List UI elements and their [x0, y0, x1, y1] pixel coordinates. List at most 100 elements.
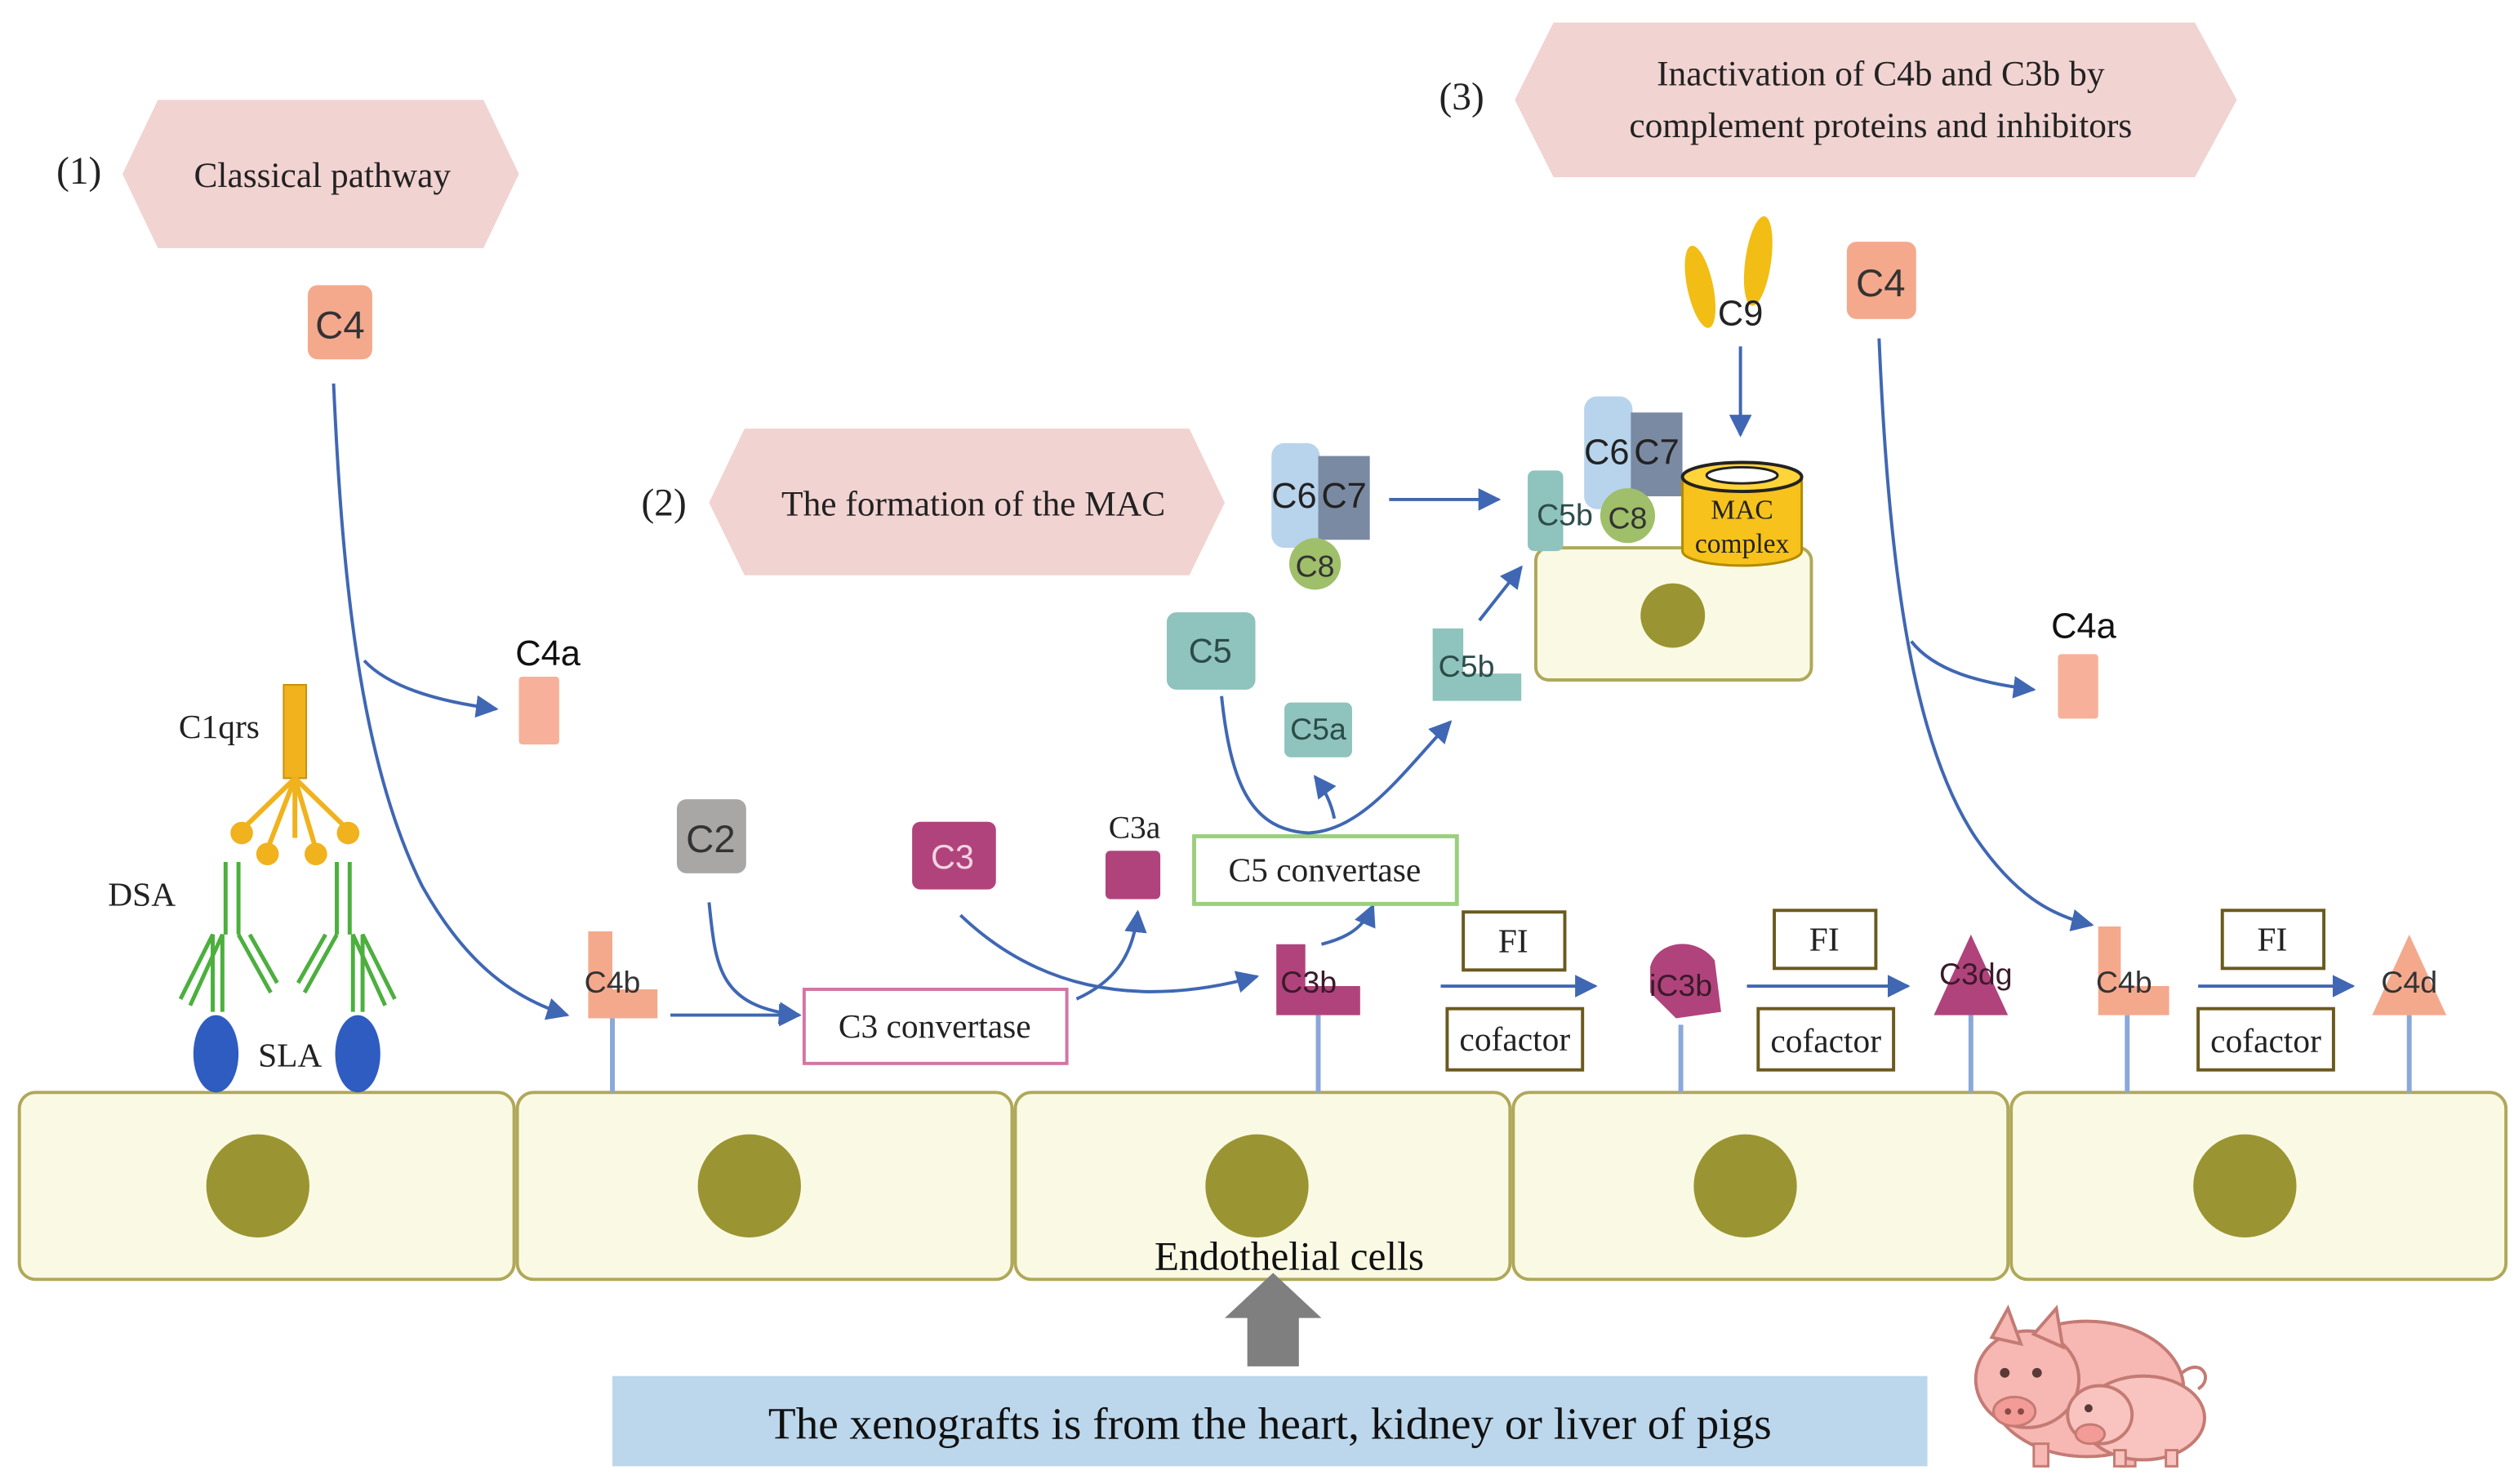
c1qrs-head-4 [336, 821, 360, 845]
c3b-shape [1276, 944, 1360, 1015]
c3-label: C3 [931, 838, 974, 876]
classical-pathway-badge [122, 100, 519, 248]
antibody-right-arm-c [296, 933, 339, 994]
inactivation-line1: Inactivation of C4b and C3b by [1657, 55, 2105, 94]
c5a-shape [1284, 702, 1352, 758]
pig-large-nostril-right [2018, 1408, 2024, 1415]
nucleus-2 [697, 1134, 801, 1237]
classical-pathway-number: (1) [56, 150, 101, 193]
c3-convertase-box [802, 988, 1069, 1065]
c5b-cluster-shape [1528, 470, 1564, 552]
fi-box-1 [1462, 910, 1567, 972]
dsa-antibody-left [178, 862, 279, 1012]
fi-box-2 [1773, 909, 1878, 971]
c6-c7-c8-complex: C6 C7 C8 [1271, 442, 1370, 590]
c4b-left-label: C4b [585, 965, 641, 999]
arrow-c3a [1075, 909, 1147, 1001]
c9-label: C9 [1718, 295, 1763, 334]
c7-cluster-label: C7 [1634, 433, 1679, 472]
pig-large-tail [2181, 1366, 2208, 1391]
c7-shape [1318, 455, 1370, 540]
c3-shape [912, 821, 996, 890]
pig-small-leg-1 [2113, 1449, 2127, 1468]
nucleus-4 [1693, 1134, 1797, 1237]
c6-label: C6 [1271, 477, 1316, 516]
c1qrs-head-1 [230, 821, 253, 845]
nucleus-5 [2193, 1134, 2297, 1237]
c9-shape-left [1684, 246, 1716, 328]
cofactor-box-2 [1756, 1006, 1896, 1072]
arrow-c5a [1313, 775, 1337, 820]
dsa-antibody-right [296, 862, 397, 1012]
inactivation-badge [1515, 22, 2237, 178]
ic3b-label: iC3b [1649, 968, 1712, 1002]
xenograft-source-banner [612, 1375, 1928, 1467]
c3dg-shape [1933, 934, 2009, 1015]
ic3b-shape [1650, 944, 1721, 1019]
c5-convertase-label: C5 convertase [1228, 851, 1421, 889]
c4a-right-shape [2058, 654, 2098, 719]
cofactor-label-2: cofactor [1770, 1022, 1881, 1060]
inactivation-header: (3) Inactivation of C4b and C3b by compl… [1439, 22, 2237, 178]
pig-icon [1973, 1304, 2208, 1468]
antibody-right-arm-b [350, 933, 387, 1012]
c5b-small-shape [1432, 628, 1522, 701]
arrow-c2-to-c3-convertase [707, 902, 802, 1024]
c4-right-label: C4 [1856, 262, 1906, 305]
fi-box-3 [2220, 909, 2326, 971]
mac-formation-header: (2) The formation of the MAC [642, 429, 1226, 575]
pig-large-snout [1992, 1395, 2037, 1428]
c1qrs-stalk [283, 683, 307, 780]
c4-left-box [307, 285, 372, 360]
nucleus-3 [1205, 1134, 1309, 1237]
inactivation-number: (3) [1439, 76, 1484, 118]
mac-formation-badge [709, 429, 1226, 575]
c4b-right-label: C4b [2096, 965, 2152, 999]
endothelial-cells-label: Endothelial cells [1155, 1233, 1424, 1278]
pig-large-eye-left [2000, 1367, 2010, 1378]
cofactor-box-1 [1445, 1006, 1585, 1072]
c1qrs-arm-4 [293, 776, 350, 832]
c1qrs-arm-2 [265, 777, 297, 851]
c8-shape [1288, 538, 1342, 590]
fi-label-2: FI [1809, 921, 1840, 958]
arrow-c3-to-c3b [959, 913, 1260, 993]
c3a-label: C3a [1109, 809, 1161, 845]
c1qrs-arm-1 [239, 776, 297, 832]
c4d-shape [2372, 934, 2447, 1015]
c4d-label: C4d [2381, 965, 2437, 999]
c9-shape-right [1743, 216, 1773, 306]
arrow-c4a-left [363, 659, 499, 718]
antibody-left-arm-b [188, 933, 225, 1012]
c1qrs-complex [230, 683, 360, 866]
c3-convertase-label: C3 convertase [839, 1007, 1031, 1045]
c4a-left-label: C4a [515, 634, 581, 673]
arrow-c4-to-c4b [331, 383, 570, 1020]
arrow-c3b-to-c5-convertase [1320, 903, 1376, 946]
c5-shape [1166, 612, 1256, 690]
c8-cluster-shape [1600, 488, 1656, 544]
inactivation-step-c4b: FI cofactor [2196, 909, 2356, 1072]
pig-large-nostril-left [2005, 1408, 2012, 1415]
c4-left: C4 [307, 285, 372, 360]
c6-shape [1271, 442, 1320, 549]
mac-target-nucleus [1640, 583, 1706, 648]
c5-label: C5 [1189, 631, 1232, 669]
c3dg-label: C3dg [1939, 957, 2013, 991]
fi-label-1: FI [1498, 922, 1528, 960]
inactivation-step-c3b: FI cofactor [1440, 910, 1598, 1072]
xenograft-source-label: The xenografts is from the heart, kidney… [768, 1399, 1772, 1449]
pig-small-eye [2085, 1404, 2093, 1413]
mac-cluster: C5b C6 C7 C8 MAC complex [1528, 396, 1804, 567]
c4b-right-shape [2098, 926, 2169, 1015]
antibody-right-arm-a [360, 933, 397, 1012]
classical-pathway-header: (1) Classical pathway [56, 100, 519, 248]
antibody-left-arm-a [178, 933, 215, 1012]
c1qrs-head-3 [305, 842, 327, 866]
mac-label-line2: complex [1695, 529, 1790, 559]
c8-label: C8 [1296, 549, 1335, 584]
c5a-label: C5a [1290, 712, 1346, 746]
c6-cluster-label: C6 [1584, 433, 1629, 472]
c4b-left-shape [588, 931, 658, 1019]
